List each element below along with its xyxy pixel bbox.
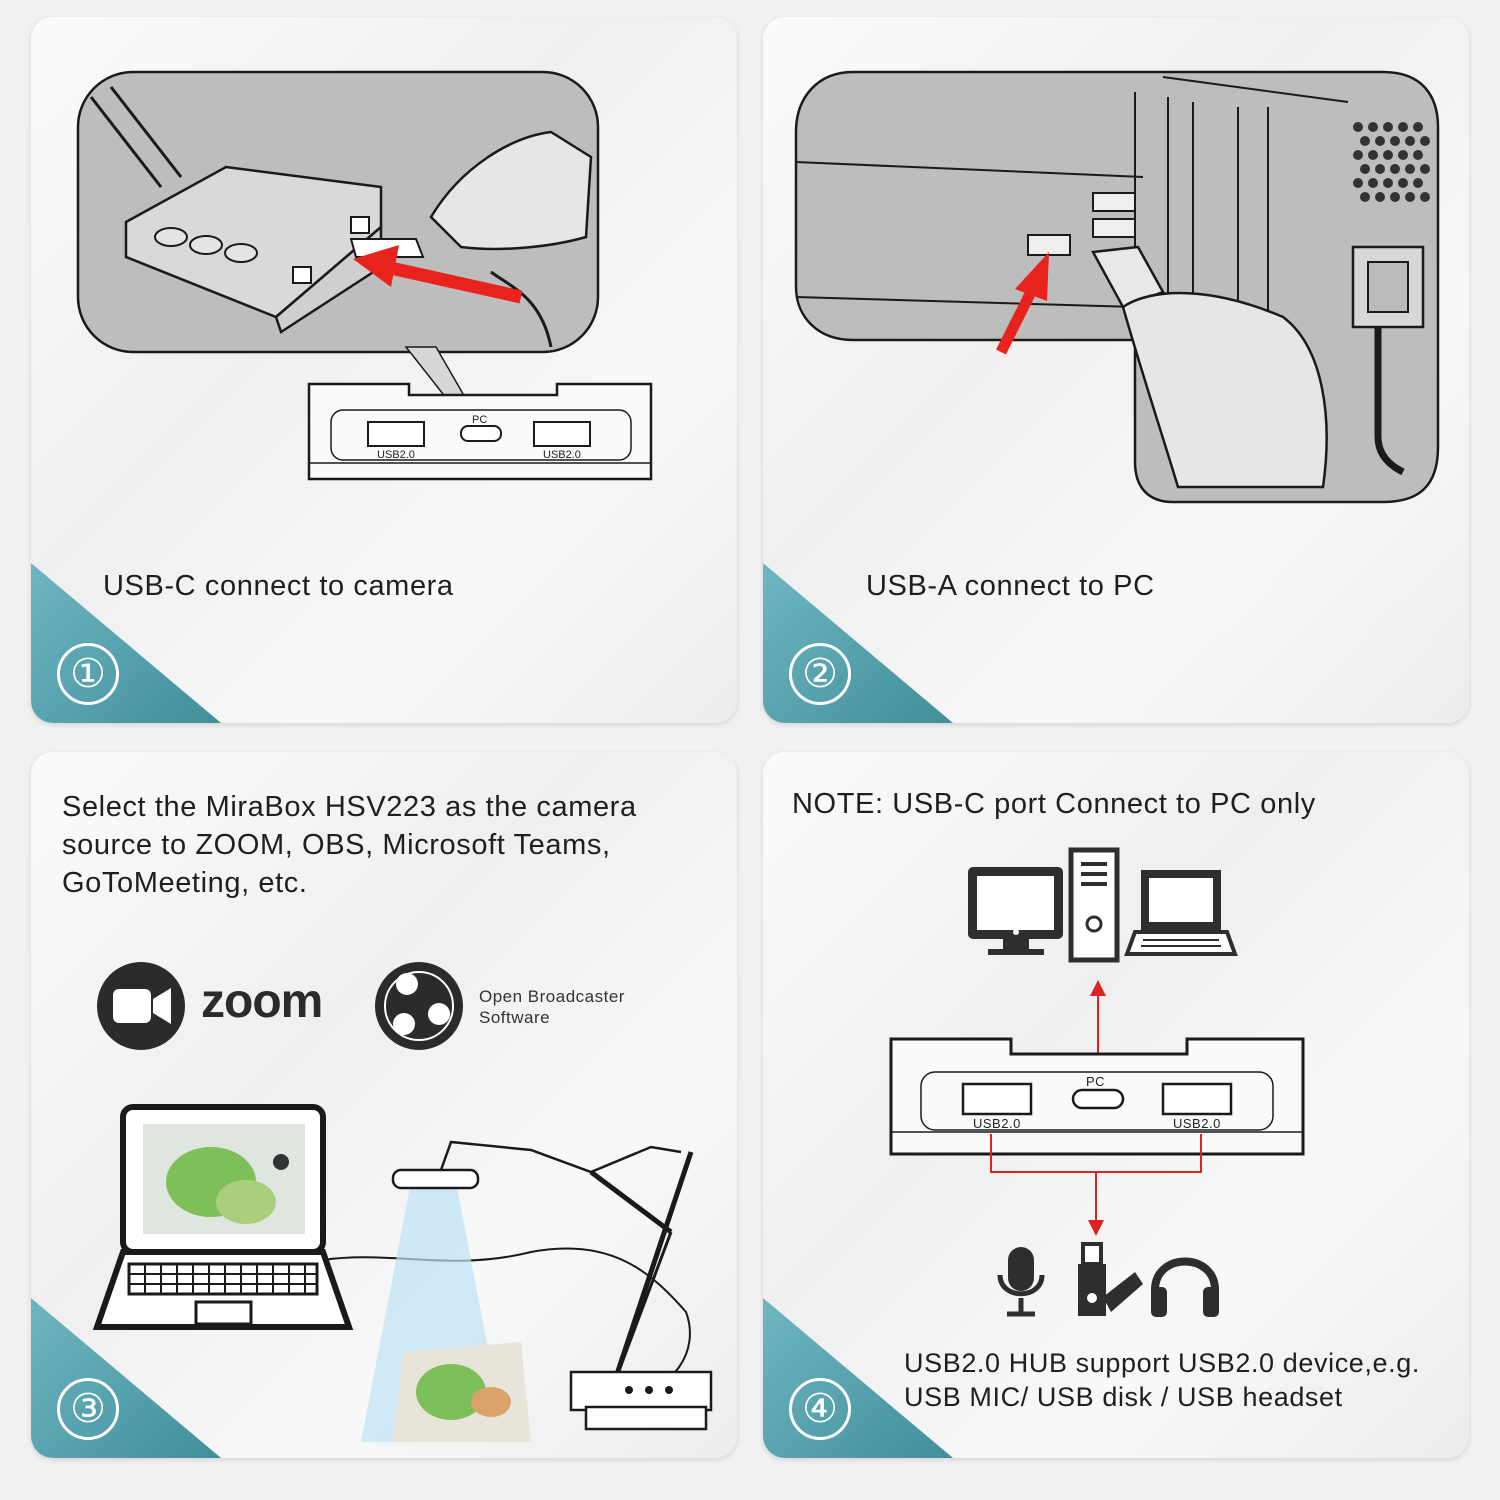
usb-a-pc-illustration xyxy=(794,70,1440,504)
step-2-panel: USB-A connect to PC ② xyxy=(763,17,1469,723)
step-4-panel: NOTE: USB-C port Connect to PC only xyxy=(763,752,1469,1458)
usb-hub-diagram xyxy=(889,847,1305,1317)
obs-logo-text: Open Broadcaster Software xyxy=(479,986,625,1028)
step-number-4: ④ xyxy=(789,1378,851,1440)
step-3-panel: Select the MiraBox HSV223 as the camera … xyxy=(31,752,737,1458)
step-1-caption: USB-C connect to camera xyxy=(103,570,454,602)
step-number-3: ③ xyxy=(57,1378,119,1440)
step-4-caption: NOTE: USB-C port Connect to PC only xyxy=(792,788,1316,820)
usb-right-label: USB2.0 xyxy=(1173,1116,1221,1131)
usb-left-label: USB2.0 xyxy=(973,1116,1021,1131)
pc-tower-icon xyxy=(1068,847,1120,963)
step-3-caption: Select the MiraBox HSV223 as the camera … xyxy=(62,791,637,899)
obs-text-line2: Software xyxy=(479,1008,551,1027)
laptop-icon xyxy=(1124,870,1238,956)
software-laptop-camera-illustration xyxy=(92,962,713,1442)
pc-port-label: PC xyxy=(1086,1074,1106,1089)
step-number-1: ① xyxy=(57,643,119,705)
monitor-icon xyxy=(968,867,1063,955)
step-2-caption: USB-A connect to PC xyxy=(866,570,1155,602)
obs-text-line1: Open Broadcaster xyxy=(479,987,625,1006)
step-number-2: ② xyxy=(789,643,851,705)
pc-port-label: PC xyxy=(472,414,488,426)
hub-support-line2: USB MIC/ USB disk / USB headset xyxy=(904,1382,1343,1412)
usb-disk-icon xyxy=(1078,1242,1143,1316)
headset-icon xyxy=(1151,1257,1219,1317)
microphone-icon xyxy=(997,1247,1045,1317)
usb-c-camera-illustration xyxy=(76,70,653,481)
usb-right-label: USB2.0 xyxy=(543,449,581,461)
hub-support-text: USB2.0 HUB support USB2.0 device,e.g. US… xyxy=(904,1346,1420,1414)
obs-logo-icon xyxy=(375,962,463,1050)
zoom-logo-text: zoom xyxy=(201,975,323,1028)
hub-support-line1: USB2.0 HUB support USB2.0 device,e.g. xyxy=(904,1348,1420,1378)
step-1-panel: PC USB2.0 USB2.0 USB-C connect to camera… xyxy=(31,17,737,723)
zoom-logo-icon xyxy=(97,962,185,1050)
usb-left-label: USB2.0 xyxy=(377,449,415,461)
